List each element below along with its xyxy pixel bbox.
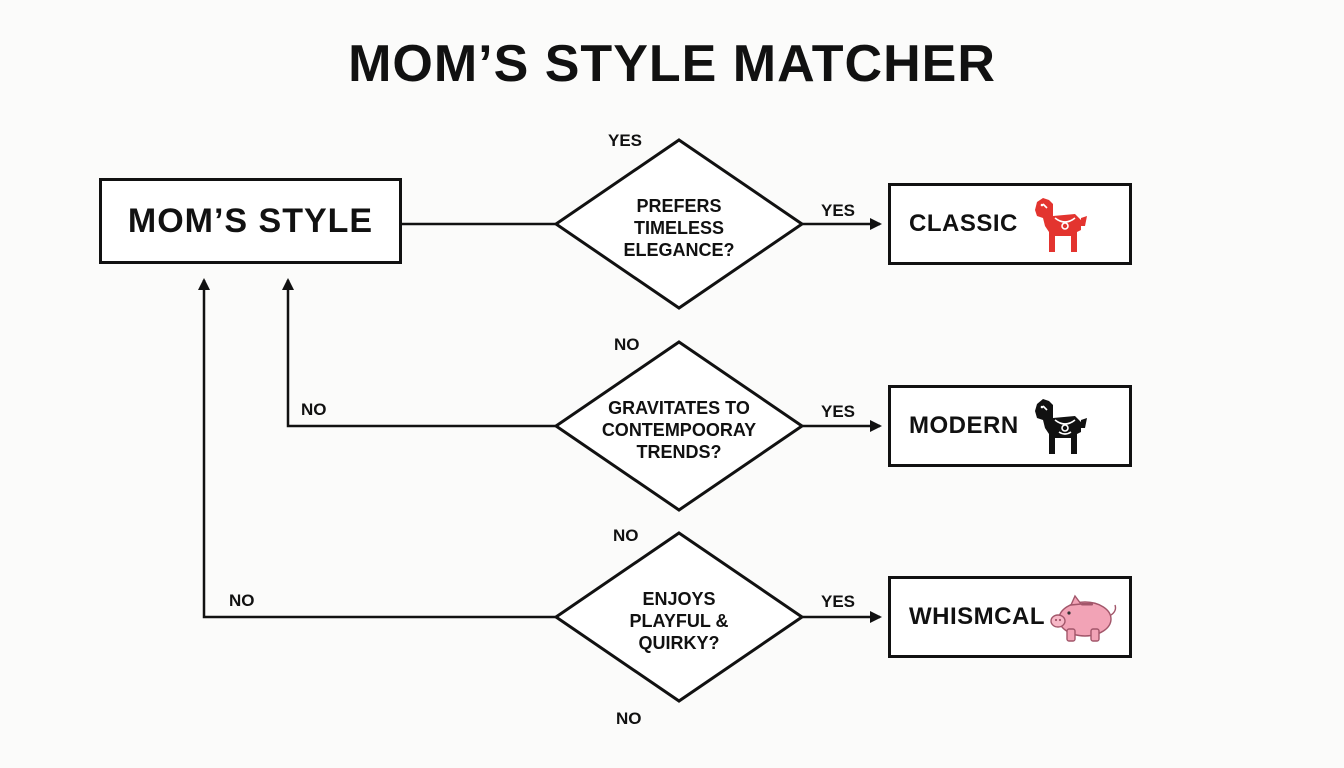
q3-no-below-label: NO xyxy=(616,709,642,728)
start-label: MOM’S STYLE xyxy=(127,201,374,240)
q2-yes-label: YES xyxy=(821,402,856,421)
q3-yes-label: YES xyxy=(821,592,856,611)
question-3-text: ENJOYS PLAYFUL & QUIRKY? xyxy=(629,589,729,653)
result-modern: MODERN xyxy=(888,385,1132,467)
result-whimsical: WHISMCAL xyxy=(888,576,1132,658)
q2-no-left-label: NO xyxy=(301,400,327,419)
result-classic: CLASSIC xyxy=(888,183,1132,265)
arrow-q3-no-back xyxy=(198,278,556,619)
q2-no-below-label: NO xyxy=(613,526,639,545)
result-classic-label: CLASSIC xyxy=(909,210,1018,237)
q1-yes-label: YES xyxy=(821,201,856,220)
q1-yes-top-label: YES xyxy=(608,131,643,150)
decision-diamond-q3 xyxy=(553,531,805,703)
question-2-text: GRAVITATES TO CONTEMPOORAY TRENDS? xyxy=(601,398,757,462)
page-title: MOM’S STYLE MATCHER xyxy=(348,35,996,93)
red-dala-horse-icon xyxy=(1035,198,1087,252)
q1-no-label: NO xyxy=(614,335,640,354)
pink-piggy-bank-icon xyxy=(1050,594,1117,642)
result-whimsical-label: WHISMCAL xyxy=(909,603,1045,630)
decision-diamond-q1 xyxy=(553,138,805,310)
start-box: MOM’S STYLE xyxy=(99,178,402,264)
decision-diamond-q2 xyxy=(553,340,805,512)
black-dala-horse-icon xyxy=(1035,399,1087,454)
arrow-q2-no-back xyxy=(282,278,556,428)
q3-no-left-label: NO xyxy=(229,591,255,610)
result-modern-label: MODERN xyxy=(909,412,1019,439)
question-1-text: PREFERS TIMELESS ELEGANCE? xyxy=(623,196,735,260)
